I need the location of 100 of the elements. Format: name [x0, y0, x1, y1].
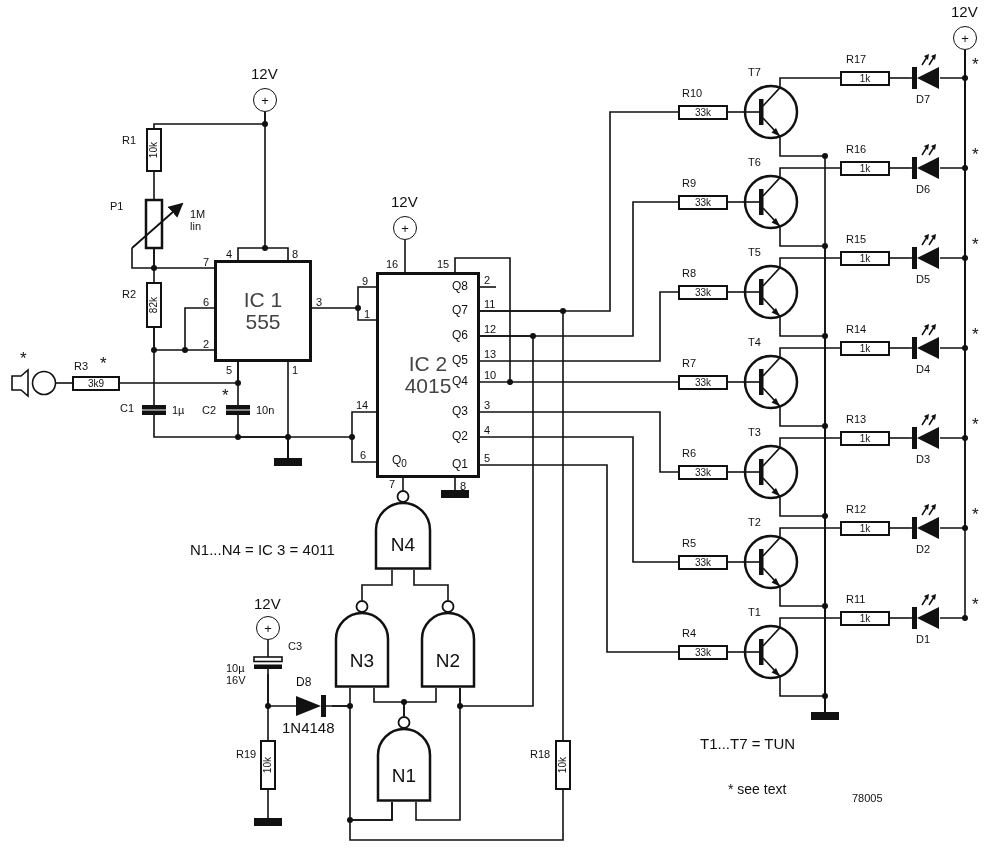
- component-value: 1k: [859, 523, 871, 534]
- asterisk-mark: *: [100, 355, 107, 374]
- asterisk-mark: *: [972, 596, 979, 615]
- asterisk-mark: *: [972, 326, 979, 345]
- component-label: R5: [682, 537, 697, 550]
- component-label: P1: [110, 200, 124, 213]
- pin-number: 5: [226, 364, 233, 377]
- wire: [479, 381, 679, 383]
- component-label: R13: [846, 413, 867, 426]
- pin-number: 3: [484, 399, 491, 412]
- plus-sign: +: [261, 93, 269, 107]
- wire: [153, 171, 155, 201]
- led: [910, 324, 940, 360]
- component-label: 12V: [251, 66, 278, 83]
- resistor: [678, 375, 728, 390]
- pin-name: Q7: [452, 304, 468, 318]
- ground-symbol: [254, 818, 282, 826]
- component-label: T7: [748, 66, 761, 79]
- pin-name: Q4: [452, 375, 468, 389]
- led: [910, 594, 940, 630]
- gate-label: N3: [349, 650, 375, 671]
- wire: [479, 111, 679, 312]
- wire: [479, 464, 679, 653]
- component-label: T6: [748, 156, 761, 169]
- component-label: 1M lin: [190, 208, 207, 233]
- wire: [889, 77, 911, 79]
- pin-number: 12: [484, 323, 497, 336]
- component-label: R3: [74, 360, 89, 373]
- supply-terminal: [393, 216, 417, 240]
- wire: [889, 167, 911, 169]
- led: [910, 144, 940, 180]
- component-label: R11: [846, 593, 866, 606]
- transistor: [743, 444, 799, 500]
- resistor: [840, 611, 890, 626]
- pin-number: 6: [360, 449, 367, 462]
- ic-chip: [214, 260, 312, 362]
- wire: [889, 437, 911, 439]
- led: [910, 54, 940, 90]
- resistor: [840, 341, 890, 356]
- nand-gate: [374, 490, 432, 570]
- component-label: 10n: [256, 404, 275, 417]
- plus-sign: +: [401, 221, 409, 235]
- resistor: [678, 105, 728, 120]
- component-label: D1: [916, 633, 931, 646]
- pin-number: 7: [203, 256, 210, 269]
- resistor: [840, 161, 890, 176]
- pin-number: 4: [484, 424, 491, 437]
- transistor: [743, 534, 799, 590]
- wire: [267, 789, 269, 819]
- resistor: [72, 376, 120, 391]
- resistor: [678, 555, 728, 570]
- resistor: [840, 521, 890, 536]
- component-label: R18: [530, 748, 551, 761]
- component-value: 10k: [149, 141, 159, 159]
- component-label: R15: [846, 233, 867, 246]
- ic-chip: [376, 272, 480, 478]
- wire: [237, 361, 239, 401]
- component-value: 10k: [263, 756, 273, 774]
- chip-label: 4015: [404, 375, 452, 398]
- asterisk-mark: *: [972, 506, 979, 525]
- pin-number: 4: [226, 248, 233, 261]
- pin-number: 15: [437, 258, 450, 271]
- plus-sign: +: [961, 31, 969, 45]
- wire: [727, 291, 744, 293]
- wire: [267, 673, 269, 741]
- component-label: R8: [682, 267, 697, 280]
- led: [910, 504, 940, 540]
- component-label: D7: [916, 93, 931, 106]
- component-value: 10k: [558, 756, 568, 774]
- component-label: R2: [122, 288, 137, 301]
- pin-name: Q5: [452, 354, 468, 368]
- component-value: 33k: [694, 197, 712, 208]
- wire: [727, 471, 744, 473]
- pin-name: Q8: [452, 280, 468, 294]
- transistor: [743, 84, 799, 140]
- component-label: 1µ: [172, 404, 185, 417]
- transistor: [743, 174, 799, 230]
- nand-gate: [376, 716, 432, 802]
- wire: [311, 286, 377, 309]
- component-value: 33k: [694, 287, 712, 298]
- led: [910, 234, 940, 270]
- diode: [290, 694, 332, 718]
- pin-number: 2: [484, 274, 491, 287]
- component-label: D8: [296, 676, 312, 690]
- ground-symbol: [274, 458, 302, 466]
- component-label: R4: [682, 627, 697, 640]
- resistor: [678, 195, 728, 210]
- pin-number: 11: [484, 298, 496, 311]
- footnote-text: * see text: [728, 782, 787, 798]
- wire: [153, 327, 155, 401]
- component-label: C1: [120, 402, 135, 415]
- component-value: 82k: [149, 296, 159, 314]
- pin-number: 5: [484, 452, 491, 465]
- component-label: T5: [748, 246, 761, 259]
- capacitor: [140, 400, 168, 420]
- component-value: 1k: [859, 433, 871, 444]
- wire: [727, 381, 744, 383]
- gate-label: N4: [390, 534, 416, 555]
- pin-number: 6: [203, 296, 210, 309]
- wire: [727, 651, 744, 653]
